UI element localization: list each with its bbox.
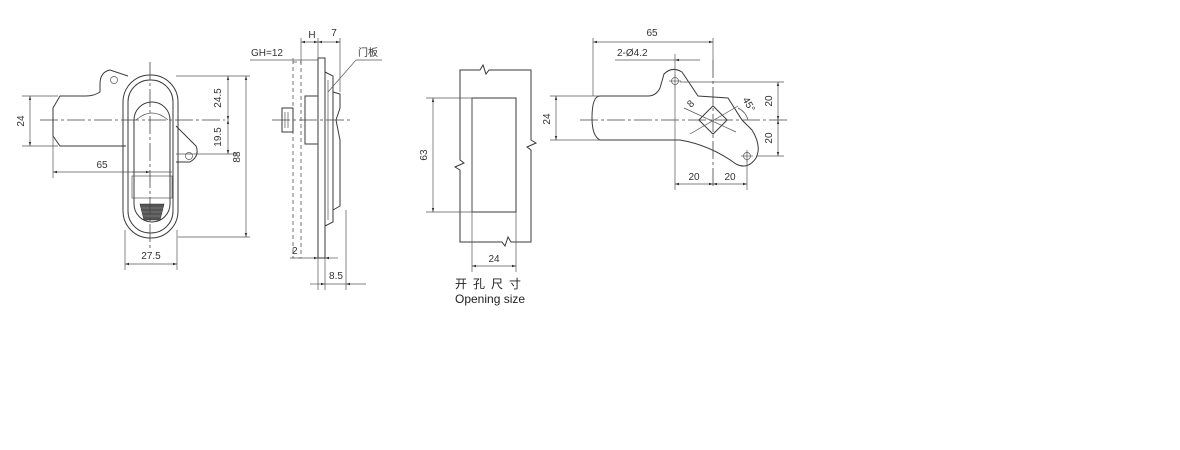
front-key-box [131,175,173,199]
front-dim24-text: 24 [16,115,27,127]
front-dim65-text: 65 [96,160,108,171]
side-dim-8-5-text: 8.5 [329,271,343,282]
opening-outer [453,63,538,248]
front-ear-outline [52,69,129,147]
front-dim88-text: 88 [232,151,243,163]
cam-dim20-bottom-text: 20 [764,132,775,144]
cam-dim20-top-text: 20 [764,95,775,107]
front-body-outer [122,74,179,239]
side-dim-gh-text: GH=12 [251,48,283,59]
opening-caption-en: Opening size [455,292,525,306]
front-handle-curve [135,112,169,121]
cam-dim20-h2-text: 20 [724,172,736,183]
cam-angle-arc [737,107,749,121]
side-panel-label: 门板 [358,46,378,59]
side-dim-7-text: 7 [331,28,337,39]
cam-holes-text: 2-Ø4.2 [617,48,648,59]
opening-view: 63 24 开孔尺寸 Opening size [419,63,538,306]
cam-angle-text: 45° [740,95,757,114]
cam-dim8-text: 8 [685,98,697,110]
side-panel-leader [327,59,357,93]
cam-diag-2 [689,105,739,135]
front-handle [133,101,171,223]
cam-dim24-text: 24 [542,113,553,125]
cam-dim65-text: 65 [646,28,658,39]
side-dim-h-text: H [308,30,315,41]
cam-square-hole [698,105,728,135]
front-view: 24 65 24.5 19.5 88 27.5 [16,62,250,270]
cam-outline [591,68,759,167]
cam-view: 65 2-Ø4.2 24 8 45° 20 20 20 20 [542,28,790,190]
front-body-inner [127,79,174,234]
front-dim19-5-text: 19.5 [213,127,224,147]
cam-dim20-h1-text: 20 [688,172,700,183]
front-tab-hole [185,152,193,160]
front-ear-hole [110,76,118,84]
side-flange [317,57,326,259]
side-view: H 7 GH=12 门板 2 8.5 [250,28,382,290]
opening-dim63-text: 63 [419,149,430,161]
side-handle [332,91,341,211]
front-tab-outline [175,125,198,163]
side-body [324,71,334,227]
opening-dim24-text: 24 [488,254,500,265]
opening-cutout [471,97,517,213]
front-dim27-text: 27.5 [141,251,161,262]
side-door-panel [292,61,302,259]
opening-caption-cn: 开孔尺寸 [455,277,527,291]
front-dim24-5-text: 24.5 [213,88,224,108]
side-dim-2-text: 2 [292,246,298,257]
